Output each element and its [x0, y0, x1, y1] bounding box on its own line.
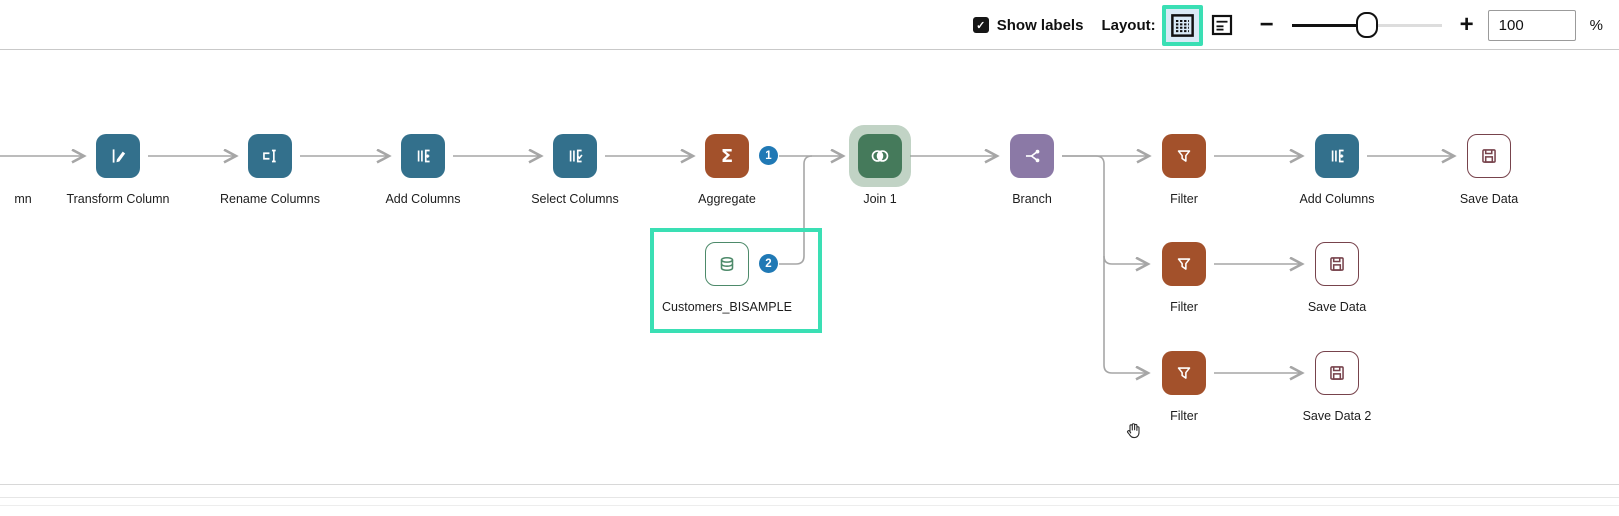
- layout-label: Layout:: [1101, 16, 1156, 34]
- node-label: Branch: [1012, 192, 1052, 206]
- zoom-in-button[interactable]: +: [1459, 11, 1474, 38]
- node-label: Save Data: [1459, 192, 1519, 206]
- flow-node-save-data-2[interactable]: [1315, 351, 1359, 395]
- flow-node-customers-bisample[interactable]: [705, 242, 749, 286]
- zoom-slider-track-empty: [1366, 24, 1442, 27]
- grid-layout-highlight: [1161, 4, 1203, 46]
- node-label: Select Columns: [531, 192, 619, 206]
- database-icon: [720, 256, 734, 272]
- zoom-out-button[interactable]: −: [1259, 11, 1274, 38]
- toolbar: ✓ Show labels Layout: −: [0, 0, 1619, 50]
- list-layout-button[interactable]: [1210, 12, 1234, 38]
- save-data-icon: [1482, 149, 1496, 163]
- zoom-slider[interactable]: [1291, 11, 1442, 39]
- node-label: Filter: [1170, 300, 1198, 314]
- grid-layout-icon: [1170, 13, 1194, 37]
- node-label: Filter: [1170, 409, 1198, 423]
- flow-node-rename-columns[interactable]: [248, 134, 292, 178]
- node-label: Save Data: [1307, 300, 1367, 314]
- node-label: Add Columns: [1299, 192, 1375, 206]
- flow-node-filter-3[interactable]: [1162, 351, 1206, 395]
- customers-node-highlight-box: [650, 228, 822, 333]
- node-label: Save Data 2: [1302, 409, 1372, 423]
- filter-icon: [1177, 367, 1191, 379]
- select-columns-icon: [569, 149, 583, 163]
- filter-icon: [1177, 150, 1191, 162]
- zoom-slider-track-filled: [1291, 24, 1367, 27]
- flow-node-save-data[interactable]: [1467, 134, 1511, 178]
- flow-node-aggregate[interactable]: Σ: [705, 134, 749, 178]
- checkbox-check-icon: ✓: [976, 19, 986, 32]
- filter-icon: [1177, 258, 1191, 270]
- save-data-icon: [1330, 257, 1344, 271]
- show-labels-checkbox[interactable]: ✓: [972, 17, 989, 33]
- flow-node-filter-1[interactable]: [1162, 134, 1206, 178]
- flow-connectors: [0, 50, 1619, 485]
- flow-node-add-columns[interactable]: [401, 134, 445, 178]
- add-columns-icon: [417, 149, 430, 163]
- flow-node-transform-column[interactable]: [96, 134, 140, 178]
- dataflow-canvas[interactable]: Σ 1: [0, 50, 1619, 485]
- node-label: Join 1: [863, 192, 897, 206]
- grid-layout-button[interactable]: [1169, 11, 1196, 40]
- node-label: Transform Column: [66, 192, 170, 206]
- node-label: Add Columns: [385, 192, 461, 206]
- footer-divider-2: [0, 505, 1619, 506]
- show-labels-label: Show labels: [996, 16, 1084, 34]
- rename-columns-icon: [263, 149, 276, 163]
- node-label-customers: Customers_BISAMPLE: [662, 300, 792, 314]
- flow-node-filter-2[interactable]: [1162, 242, 1206, 286]
- footer-divider: [0, 497, 1619, 498]
- node-label: Aggregate: [698, 192, 756, 206]
- list-layout-icon: [1211, 14, 1232, 36]
- join-icon: [871, 150, 889, 162]
- node-label: Rename Columns: [219, 192, 321, 206]
- percent-symbol: %: [1589, 16, 1603, 34]
- branch-icon: [1025, 149, 1040, 163]
- save-data-icon: [1330, 366, 1344, 380]
- node-label-clipped: mn: [14, 192, 32, 206]
- add-columns-icon: [1331, 149, 1344, 163]
- node-label: Filter: [1170, 192, 1198, 206]
- svg-text:Σ: Σ: [721, 146, 733, 167]
- flow-node-add-columns-2[interactable]: [1315, 134, 1359, 178]
- aggregate-sigma-icon: Σ: [721, 146, 733, 167]
- pan-hand-cursor-icon: [1127, 423, 1140, 439]
- aggregate-output-badge: 1: [759, 146, 778, 165]
- customers-output-badge: 2: [759, 254, 778, 273]
- transform-column-icon: [112, 149, 126, 163]
- zoom-percent-input[interactable]: [1487, 9, 1576, 41]
- flow-node-join-1[interactable]: [858, 134, 902, 178]
- flow-node-branch[interactable]: [1010, 134, 1054, 178]
- zoom-slider-thumb[interactable]: [1355, 12, 1378, 38]
- flow-node-select-columns[interactable]: [553, 134, 597, 178]
- flow-node-save-data-row2[interactable]: [1315, 242, 1359, 286]
